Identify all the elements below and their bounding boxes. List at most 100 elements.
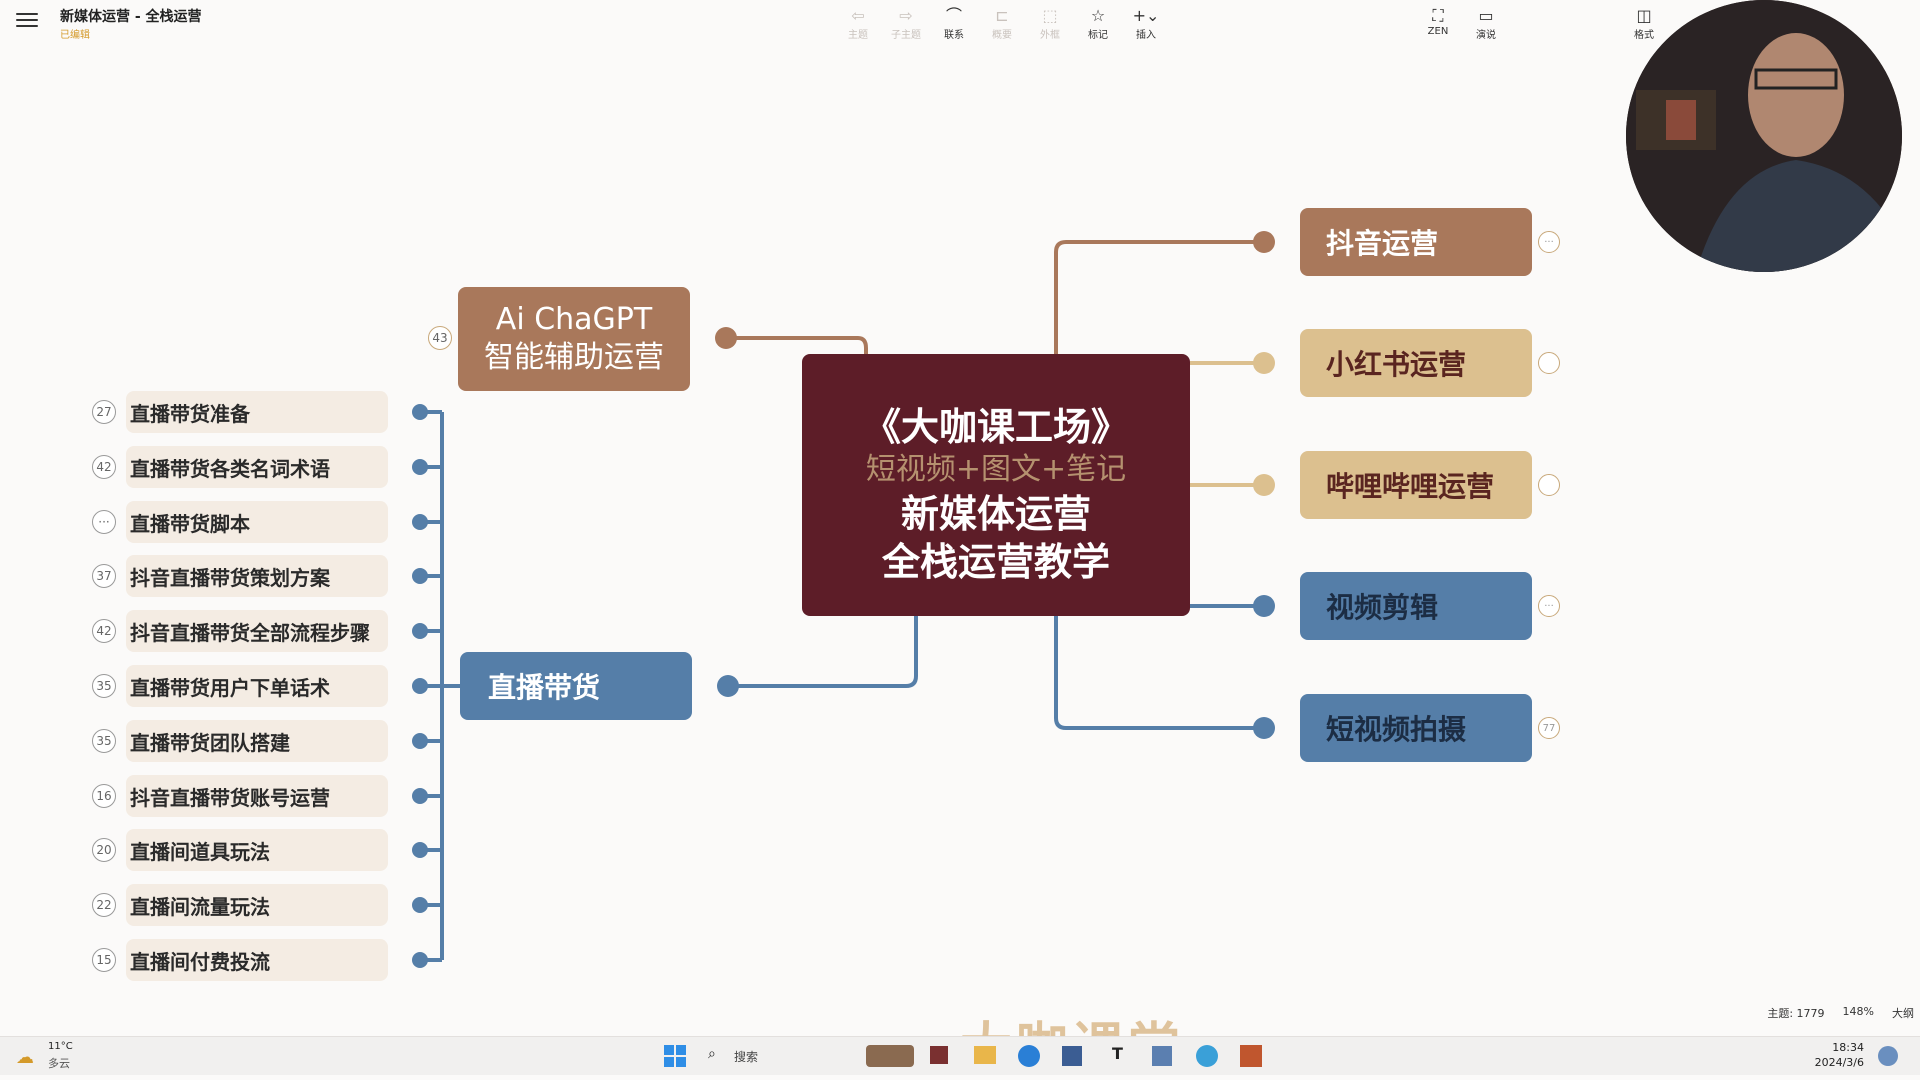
tool-marker-button[interactable]: ☆ 标记	[1078, 6, 1118, 41]
tool-boundary-label: 外框	[1040, 30, 1060, 41]
taskbar-app-store[interactable]	[1062, 1046, 1082, 1066]
boundary-icon: ⬚	[1042, 6, 1058, 25]
topic-right-label: 短视频拍摄	[1326, 713, 1467, 746]
taskbar-app-chat[interactable]	[1196, 1045, 1218, 1067]
subtopic-label: 直播带货用户下单话术	[130, 675, 330, 700]
subtopic-connector-dot	[412, 459, 428, 475]
subtopic-item[interactable]: 抖音直播带货策划方案	[126, 555, 388, 597]
taskbar: ☁ 11°C 多云 ⌕ 搜索 T 18:34 2024/3/6	[0, 1036, 1920, 1075]
subtopic-count-badge[interactable]: 37	[92, 564, 116, 588]
present-label: 演说	[1476, 30, 1496, 41]
topic-right-label: 小红书运营	[1326, 348, 1467, 381]
format-panel-icon: ◫	[1636, 6, 1652, 25]
webcam-overlay	[1626, 0, 1902, 272]
taskbar-app-recorder[interactable]	[1240, 1045, 1262, 1067]
subtopic-item[interactable]: 直播间流量玩法	[126, 884, 388, 926]
document-status: 已编辑	[60, 30, 90, 41]
outline-button[interactable]: 大纲	[1892, 1007, 1914, 1020]
tool-insert-label: 插入	[1136, 30, 1156, 41]
topic-right-label: 哔哩哔哩运营	[1326, 470, 1495, 503]
tool-relation-button[interactable]: ⌒ 联系	[934, 6, 974, 41]
relation-icon: ⌒	[945, 6, 962, 25]
subtopic-count-badge[interactable]: 15	[92, 948, 116, 972]
subtopic-item[interactable]: 抖音直播带货全部流程步骤	[126, 610, 388, 652]
status-bar: 主题: 1779 148% 大纲	[1767, 1005, 1914, 1021]
subtopic-count-badge[interactable]: 42	[92, 619, 116, 643]
subtopic-count-badge[interactable]: 20	[92, 838, 116, 862]
subtopic-item[interactable]: 直播带货团队搭建	[126, 720, 388, 762]
topic-right-3[interactable]: 视频剪辑	[1300, 572, 1532, 640]
subtopic-item[interactable]: 直播带货准备	[126, 391, 388, 433]
subtopic-item[interactable]: 直播间道具玩法	[126, 829, 388, 871]
subtopic-label: 抖音直播带货账号运营	[130, 785, 330, 810]
start-button[interactable]	[664, 1045, 686, 1067]
subtopic-count-badge[interactable]: 35	[92, 729, 116, 753]
subtopic-label: 直播带货各类名词术语	[130, 456, 330, 481]
tool-summary-button[interactable]: ⊏概要	[982, 6, 1022, 41]
folder-icon[interactable]	[974, 1046, 996, 1064]
topic-right-0[interactable]: 抖音运营	[1300, 208, 1532, 276]
tool-boundary-button[interactable]: ⬚ 外框	[1030, 6, 1070, 41]
subtopic-item[interactable]: 直播间付费投流	[126, 939, 388, 981]
topic-right-2[interactable]: 哔哩哔哩运营	[1300, 451, 1532, 519]
weather-icon[interactable]: ☁	[16, 1047, 34, 1068]
central-title: 《大咖课工场》	[862, 405, 1129, 449]
clock-time: 18:34	[1832, 1041, 1864, 1054]
subtopic-count-badge[interactable]: ···	[92, 510, 116, 534]
subtopic-connector-dot	[412, 623, 428, 639]
topic-live-selling[interactable]: 直播带货	[460, 652, 692, 720]
tool-relation-label: 联系	[944, 30, 964, 41]
subtopic-count-badge[interactable]: 22	[92, 893, 116, 917]
subtopic-connector-dot	[412, 404, 428, 420]
topic-right-4[interactable]: 短视频拍摄	[1300, 694, 1532, 762]
collapse-toggle[interactable]: ···	[1538, 595, 1560, 617]
present-button[interactable]: ▭ 演说	[1466, 6, 1506, 41]
taskbar-app-files[interactable]	[930, 1046, 948, 1064]
edge-icon[interactable]	[1018, 1045, 1040, 1067]
tool-topic-button[interactable]: ⇦主题	[838, 6, 878, 41]
central-subtitle: 短视频+图文+笔记	[865, 452, 1127, 487]
subtopic-label: 直播间流量玩法	[130, 894, 270, 919]
subtopic-item[interactable]: 直播带货各类名词术语	[126, 446, 388, 488]
subtopic-item[interactable]: 抖音直播带货账号运营	[126, 775, 388, 817]
subtopic-connector-dot	[412, 733, 428, 749]
tool-insert-button[interactable]: +⌄插入	[1126, 6, 1166, 41]
notification-icon[interactable]	[1878, 1046, 1898, 1066]
subtopic-count-badge[interactable]: 35	[92, 674, 116, 698]
subtopic-count-badge[interactable]: 27	[92, 400, 116, 424]
subtopic-count-badge[interactable]: 16	[92, 784, 116, 808]
subtopic-item[interactable]: 直播带货用户下单话术	[126, 665, 388, 707]
summary-icon: ⊏	[995, 6, 1009, 25]
zoom-level[interactable]: 148%	[1842, 1005, 1874, 1018]
topic-ai-chatgpt[interactable]: Ai ChaGPT 智能辅助运营	[458, 287, 690, 391]
format-button[interactable]: ◫ 格式	[1624, 6, 1664, 41]
tool-marker-label: 标记	[1088, 30, 1108, 41]
presenter-figure	[1626, 0, 1902, 272]
taskbar-app-browser[interactable]	[866, 1045, 914, 1067]
central-line4: 全栈运营教学	[881, 540, 1110, 584]
taskbar-search[interactable]: 搜索	[734, 1050, 759, 1064]
subtopic-connector-dot	[412, 514, 428, 530]
topic-right-label: 视频剪辑	[1326, 591, 1439, 624]
zen-button[interactable]: ⛶ ZEN	[1418, 6, 1458, 37]
collapse-toggle[interactable]	[1538, 474, 1560, 496]
search-icon[interactable]: ⌕	[708, 1046, 716, 1062]
taskbar-app-typora[interactable]: T	[1112, 1044, 1123, 1063]
collapse-toggle[interactable]	[1538, 352, 1560, 374]
present-icon: ▭	[1478, 6, 1494, 25]
document-title: 新媒体运营 - 全栈运营	[60, 9, 202, 25]
subtopic-item[interactable]: 直播带货脚本	[126, 501, 388, 543]
topic-right-1[interactable]: 小红书运营	[1300, 329, 1532, 397]
subtopic-connector-dot	[412, 788, 428, 804]
ai-node-count-badge[interactable]: 43	[428, 326, 452, 350]
collapse-toggle[interactable]: ···	[1538, 231, 1560, 253]
central-topic[interactable]: 《大咖课工场》 短视频+图文+笔记 新媒体运营 全栈运营教学	[802, 354, 1190, 616]
subtopic-count-badge[interactable]: 42	[92, 455, 116, 479]
collapse-toggle[interactable]: 77	[1538, 717, 1560, 739]
taskbar-app-mindmap[interactable]	[1152, 1046, 1172, 1066]
star-icon: ☆	[1090, 6, 1106, 25]
menu-icon[interactable]	[16, 10, 38, 30]
subtopic-connector-dot	[412, 568, 428, 584]
tool-subtopic-button[interactable]: ⇨子主题	[886, 6, 926, 41]
